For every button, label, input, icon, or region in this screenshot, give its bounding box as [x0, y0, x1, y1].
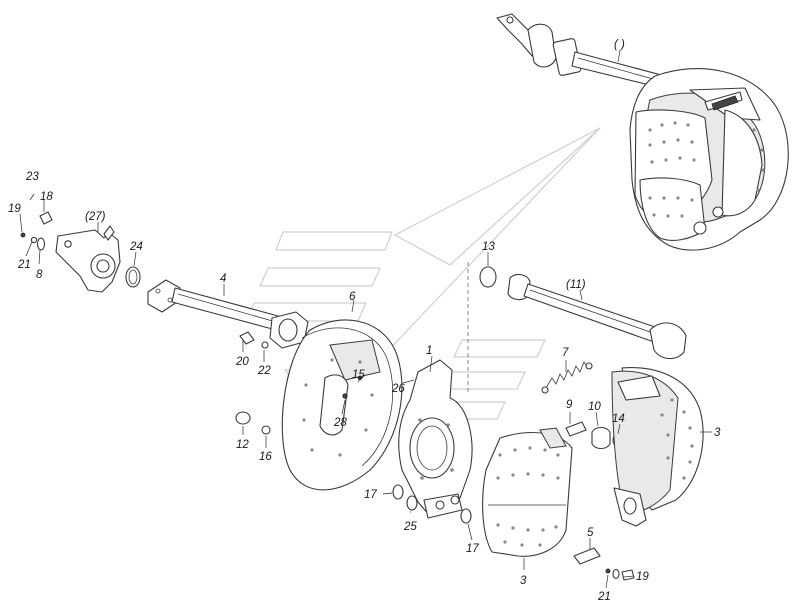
label-13: 13 — [482, 241, 495, 253]
watermark-logo — [245, 127, 601, 422]
anchor-pins — [573, 547, 635, 581]
label-16: 16 — [259, 451, 272, 463]
slack-adjuster-lever — [55, 225, 121, 293]
label-17-left: 17 — [364, 489, 377, 501]
upper-brake-drum — [629, 68, 789, 251]
dust-shield-disc — [281, 319, 403, 491]
label-20: 20 — [235, 356, 249, 368]
label-15: 15 — [352, 369, 365, 381]
label-27: (27) — [85, 211, 106, 223]
return-spring — [541, 361, 593, 394]
label-21-bottom: 21 — [597, 591, 611, 603]
brake-spider-plate — [398, 359, 473, 519]
axle-tube — [147, 279, 309, 349]
brake-shoe-lower — [482, 427, 573, 557]
label-7: 7 — [562, 347, 569, 359]
label-24: 24 — [129, 241, 143, 253]
label-8: 8 — [36, 269, 43, 281]
part-labels: ( ) (11) (27) 1 3 3 4 5 6 7 8 9 10 12 13… — [8, 39, 721, 603]
label-12: 12 — [236, 439, 249, 451]
label-3-right: 3 — [714, 427, 721, 439]
brake-shoe-right — [611, 367, 704, 527]
label-top-axle: ( ) — [614, 39, 625, 51]
small-parts-left — [20, 193, 141, 288]
label-5: 5 — [587, 527, 594, 539]
roller-pins — [565, 421, 622, 450]
label-11: (11) — [566, 279, 586, 291]
label-19-bottom: 19 — [636, 571, 649, 583]
cam-shaft — [507, 273, 687, 360]
label-10: 10 — [588, 401, 601, 413]
label-1: 1 — [426, 345, 432, 357]
label-22: 22 — [257, 365, 271, 377]
label-9: 9 — [566, 399, 573, 411]
label-25: 25 — [403, 521, 417, 533]
label-21-left: 21 — [17, 259, 31, 271]
label-3-bottom: 3 — [520, 575, 527, 587]
label-28: 28 — [333, 417, 347, 429]
label-17-bottom: 17 — [466, 543, 479, 555]
label-6: 6 — [349, 291, 356, 303]
leader-lines — [19, 49, 712, 589]
label-26: 26 — [391, 383, 405, 395]
label-19-left: 19 — [8, 203, 21, 215]
label-4: 4 — [220, 273, 226, 285]
small-parts-center — [235, 266, 497, 524]
label-23: 23 — [25, 171, 39, 183]
label-18: 18 — [40, 191, 53, 203]
label-14: 14 — [612, 413, 625, 425]
